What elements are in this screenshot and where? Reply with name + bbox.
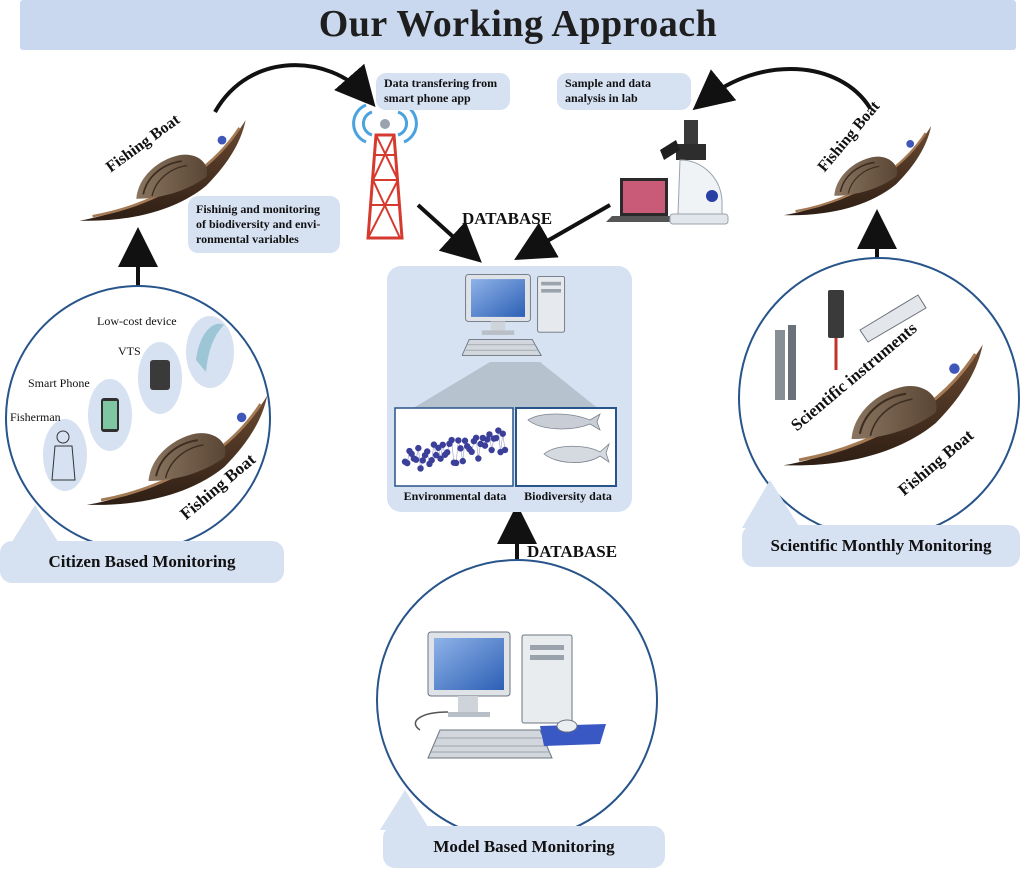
scatter-dot [499, 430, 506, 437]
note-line-3: ronmental variables [196, 232, 299, 246]
citizen-label-tail [10, 505, 60, 545]
scatter-dot [404, 459, 411, 467]
page-title: Our Working Approach [318, 3, 718, 45]
citizen-item-fisherman: Fisherman [10, 410, 61, 424]
scatter-link [418, 448, 421, 469]
citizen-item-bubbles [43, 316, 234, 491]
scatter-dot [428, 457, 435, 464]
env-scatter-plot [401, 427, 509, 472]
note-lab-analysis: Sample and data analysis in lab [557, 73, 691, 110]
arrow-boat-to-tower [213, 63, 376, 113]
scatter-dot [495, 427, 502, 434]
scatter-dot [424, 448, 431, 455]
note-line-2: of biodiversity and envi- [196, 217, 321, 231]
note-data-transfer: Data transfering from smart phone app [376, 73, 510, 110]
model-label-tail [380, 790, 430, 830]
scatter-dot [437, 455, 444, 462]
scientific-instruments-icons [775, 290, 927, 400]
scatter-link [498, 430, 501, 453]
scatter-dot [419, 457, 426, 464]
scatter-dot [457, 445, 464, 452]
scatter-dot [455, 437, 462, 444]
arrow-tower-to-database [416, 203, 482, 263]
scatter-link [462, 440, 466, 462]
note-fishing-monitoring: Fishinig and monitoring of biodiversity … [188, 196, 340, 253]
scatter-dot [439, 441, 446, 448]
scatter-dot [486, 431, 493, 438]
citizen-item-smart-phone: Smart Phone [28, 376, 90, 390]
note-line-1: Sample and data [565, 76, 652, 90]
scientific-monitoring-label: Scientific Monthly Monitoring [742, 525, 1020, 567]
note-line-1: Data transfering from [384, 76, 498, 90]
scatter-dot [415, 444, 422, 452]
scatter-dot [452, 459, 460, 467]
database-zoom-shade [410, 362, 600, 410]
database-label-bottom: DATABASE [527, 542, 618, 561]
arrow-boat-to-lab [692, 66, 872, 111]
scatter-dot [432, 451, 440, 459]
scatter-dot [444, 449, 451, 456]
scatter-dot [484, 436, 491, 443]
note-line-2: smart phone app [384, 91, 471, 105]
scatter-dot [488, 446, 495, 454]
scatter-dot [448, 436, 455, 444]
database-label-top: DATABASE [462, 209, 553, 228]
scatter-dot [468, 448, 475, 456]
scatter-dot [475, 455, 482, 462]
model-monitoring-label: Model Based Monitoring [383, 826, 665, 868]
env-data-label: Environmental data [403, 489, 507, 503]
note-line-1: Fishinig and monitoring [196, 202, 321, 216]
scatter-dot [501, 446, 509, 454]
citizen-item-vts: VTS [118, 344, 141, 358]
citizen-item-low-cost-device: Low-cost device [97, 314, 177, 328]
scatter-dot [461, 437, 469, 444]
note-line-2: analysis in lab [565, 91, 638, 105]
scatter-dot [481, 442, 489, 449]
scientific-label-tail [742, 480, 800, 528]
scatter-dot [459, 457, 466, 465]
scatter-dot [417, 465, 424, 472]
arrow-lab-to-database [514, 203, 611, 260]
microscope-icon [660, 120, 729, 225]
cell-tower-icon [352, 103, 418, 240]
model-circle [376, 559, 658, 841]
scatter-dot [492, 434, 500, 442]
laptop-icon [606, 178, 682, 222]
scatter-dot [430, 441, 438, 448]
scatter-link [455, 440, 459, 464]
scatter-dot [472, 434, 480, 441]
scatter-dot [412, 456, 420, 463]
model-computer-icon [414, 631, 606, 759]
fish-icons [527, 413, 610, 463]
citizen-monitoring-label: Citizen Based Monitoring [0, 541, 284, 583]
title-bar: Our Working Approach [20, 0, 1016, 50]
env-data-box [394, 407, 514, 487]
bio-data-label: Biodiversity data [524, 489, 612, 503]
